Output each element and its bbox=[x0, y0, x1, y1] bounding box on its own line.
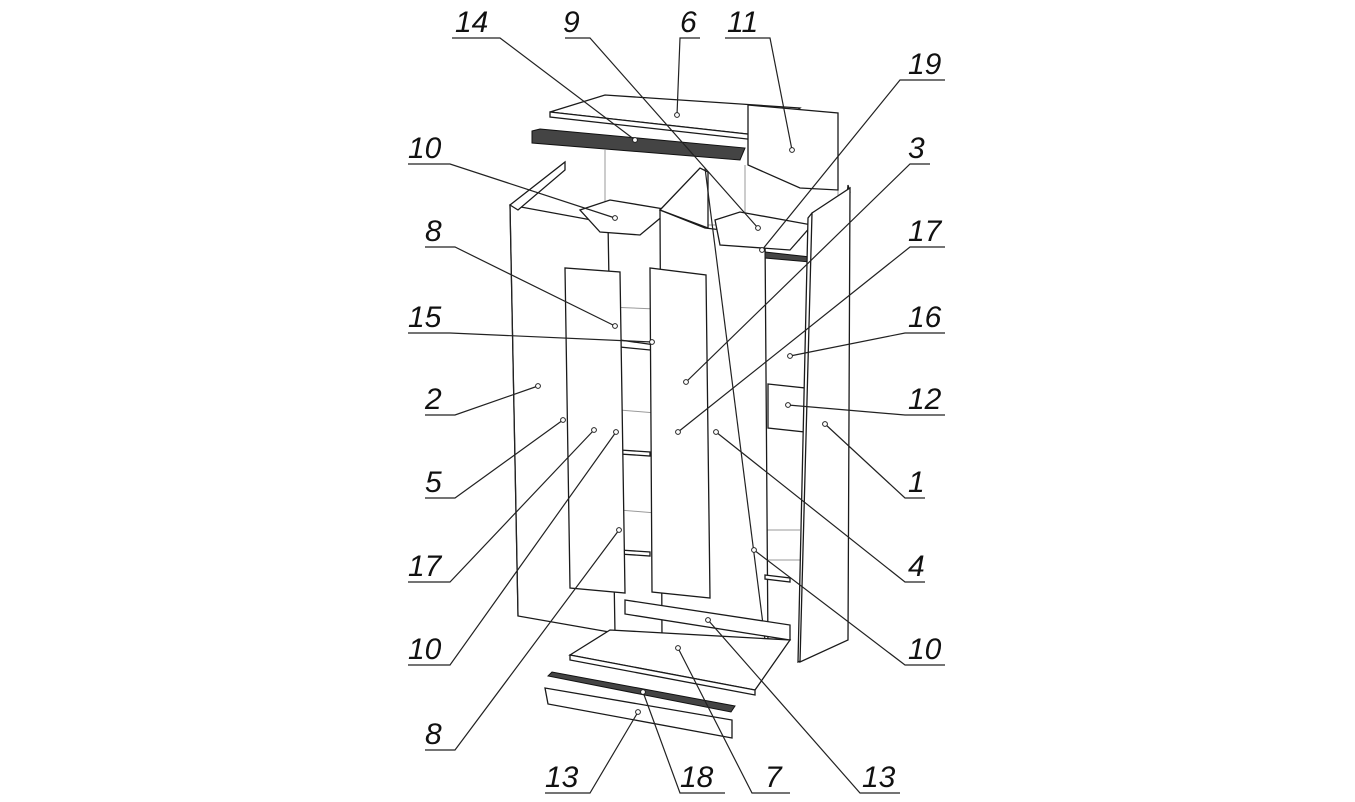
shelf-top-right bbox=[714, 211, 814, 251]
leader-18 bbox=[642, 691, 725, 794]
shelf-right-low bbox=[764, 574, 791, 583]
drawer-front bbox=[767, 383, 806, 433]
label-14: 14 bbox=[455, 6, 488, 39]
leader-12 bbox=[787, 404, 945, 416]
label-1: 1 bbox=[908, 466, 925, 499]
label-2: 2 bbox=[424, 383, 442, 416]
leader-11 bbox=[725, 37, 793, 151]
label-10-left: 10 bbox=[408, 633, 442, 666]
leader-dots bbox=[535, 112, 828, 715]
leader-4 bbox=[715, 431, 925, 583]
leader-10-top bbox=[408, 163, 616, 219]
leader-lines bbox=[408, 37, 945, 794]
leader-2 bbox=[425, 385, 539, 416]
label-5: 5 bbox=[425, 466, 442, 499]
leader-8-top bbox=[425, 246, 616, 327]
left-side-panel-top bbox=[508, 160, 566, 211]
label-8-bottom: 8 bbox=[425, 718, 442, 751]
label-9: 9 bbox=[563, 6, 580, 39]
leader-17-bottom bbox=[408, 429, 595, 583]
shelf-left-2 bbox=[619, 449, 651, 457]
label-10-right: 10 bbox=[908, 633, 942, 666]
label-4: 4 bbox=[908, 550, 925, 583]
leader-14 bbox=[452, 37, 636, 141]
leader-15 bbox=[408, 332, 653, 343]
label-18: 18 bbox=[680, 761, 714, 794]
leader-13-left bbox=[545, 711, 639, 794]
label-13-left: 13 bbox=[545, 761, 579, 794]
label-8-top: 8 bbox=[425, 215, 442, 248]
label-7: 7 bbox=[765, 761, 783, 794]
part-labels: 14 9 6 11 19 10 3 8 17 15 16 2 12 5 1 17… bbox=[408, 6, 943, 794]
leader-16 bbox=[789, 332, 945, 357]
leader-13-right bbox=[707, 619, 900, 794]
wardrobe-parts bbox=[508, 94, 851, 739]
leader-17-top bbox=[677, 246, 945, 433]
label-12: 12 bbox=[908, 383, 942, 416]
label-6: 6 bbox=[680, 6, 697, 39]
leader-5 bbox=[425, 419, 564, 499]
leader-10-right bbox=[753, 549, 945, 666]
label-13-right: 13 bbox=[862, 761, 896, 794]
label-19: 19 bbox=[908, 48, 942, 81]
leader-7 bbox=[677, 647, 790, 794]
label-11: 11 bbox=[727, 6, 758, 39]
label-10-top: 10 bbox=[408, 132, 442, 165]
label-17-top: 17 bbox=[908, 215, 943, 248]
leader-19 bbox=[761, 79, 945, 251]
label-17-bottom: 17 bbox=[408, 550, 443, 583]
leader-3 bbox=[685, 163, 930, 383]
rail-right bbox=[764, 251, 811, 263]
leader-8-bottom bbox=[425, 529, 620, 751]
leader-6 bbox=[676, 37, 700, 116]
label-16: 16 bbox=[908, 301, 942, 334]
leader-1 bbox=[824, 423, 925, 499]
shelf-top-left bbox=[578, 199, 672, 236]
label-3: 3 bbox=[908, 132, 925, 165]
leader-10-left bbox=[408, 431, 617, 666]
leader-9 bbox=[565, 37, 759, 229]
label-15: 15 bbox=[408, 301, 442, 334]
